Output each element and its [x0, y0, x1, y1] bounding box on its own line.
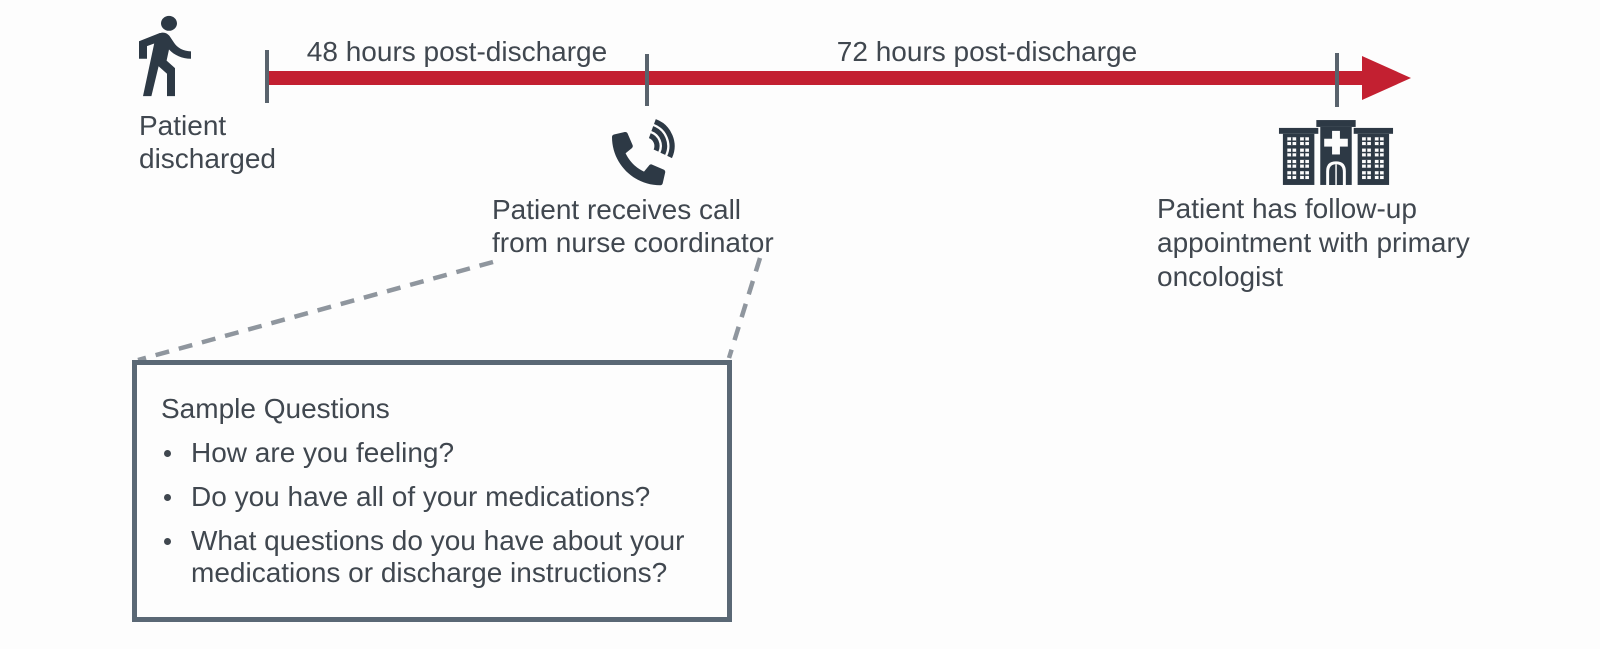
callout-bullet-list: How are you feeling? Do you have all of …: [161, 437, 684, 601]
tick-mark-start: [265, 50, 269, 103]
bullet-line: medications or discharge instructions?: [191, 557, 668, 588]
start-label-line: Patient: [139, 110, 227, 141]
callout-bullet-item: How are you feeling?: [161, 437, 684, 469]
timeline-arrowhead-icon: [1362, 56, 1411, 100]
timeline-arrow-line: [267, 71, 1364, 85]
callout-bullet-item: Do you have all of your medications?: [161, 481, 684, 513]
callout-title: Sample Questions: [161, 393, 390, 424]
start-milestone-label: Patient discharged: [139, 109, 276, 175]
followup-label-line: oncologist: [1157, 261, 1284, 292]
call-milestone-label: Patient receives call from nurse coordin…: [492, 193, 774, 259]
hospital-icon: [1277, 116, 1395, 194]
walking-person-icon: [137, 14, 193, 103]
dashed-connector-right: [726, 257, 763, 359]
segment-label-48-hours: 48 hours post-discharge: [306, 36, 608, 67]
followup-label-line: Patient has follow-up: [1157, 193, 1417, 224]
tick-mark-followup: [1335, 53, 1339, 107]
bullet-line: What questions do you have about your: [191, 525, 685, 556]
start-label-line: discharged: [139, 143, 276, 174]
call-label-line: Patient receives call: [492, 194, 742, 225]
tick-mark-call: [645, 54, 649, 106]
call-label-line: from nurse coordinator: [492, 227, 774, 258]
sample-questions-callout-box: Sample Questions How are you feeling? Do…: [132, 360, 732, 622]
phone-call-icon: [611, 114, 683, 197]
callout-bullet-item: What questions do you have about your me…: [161, 525, 684, 589]
segment-label-72-hours: 72 hours post-discharge: [836, 36, 1138, 67]
bullet-line: Do you have all of your medications?: [191, 481, 651, 512]
dashed-connector-left: [137, 259, 494, 363]
followup-milestone-label: Patient has follow-up appointment with p…: [1157, 192, 1470, 294]
bullet-line: How are you feeling?: [191, 437, 455, 468]
followup-label-line: appointment with primary: [1157, 227, 1470, 258]
